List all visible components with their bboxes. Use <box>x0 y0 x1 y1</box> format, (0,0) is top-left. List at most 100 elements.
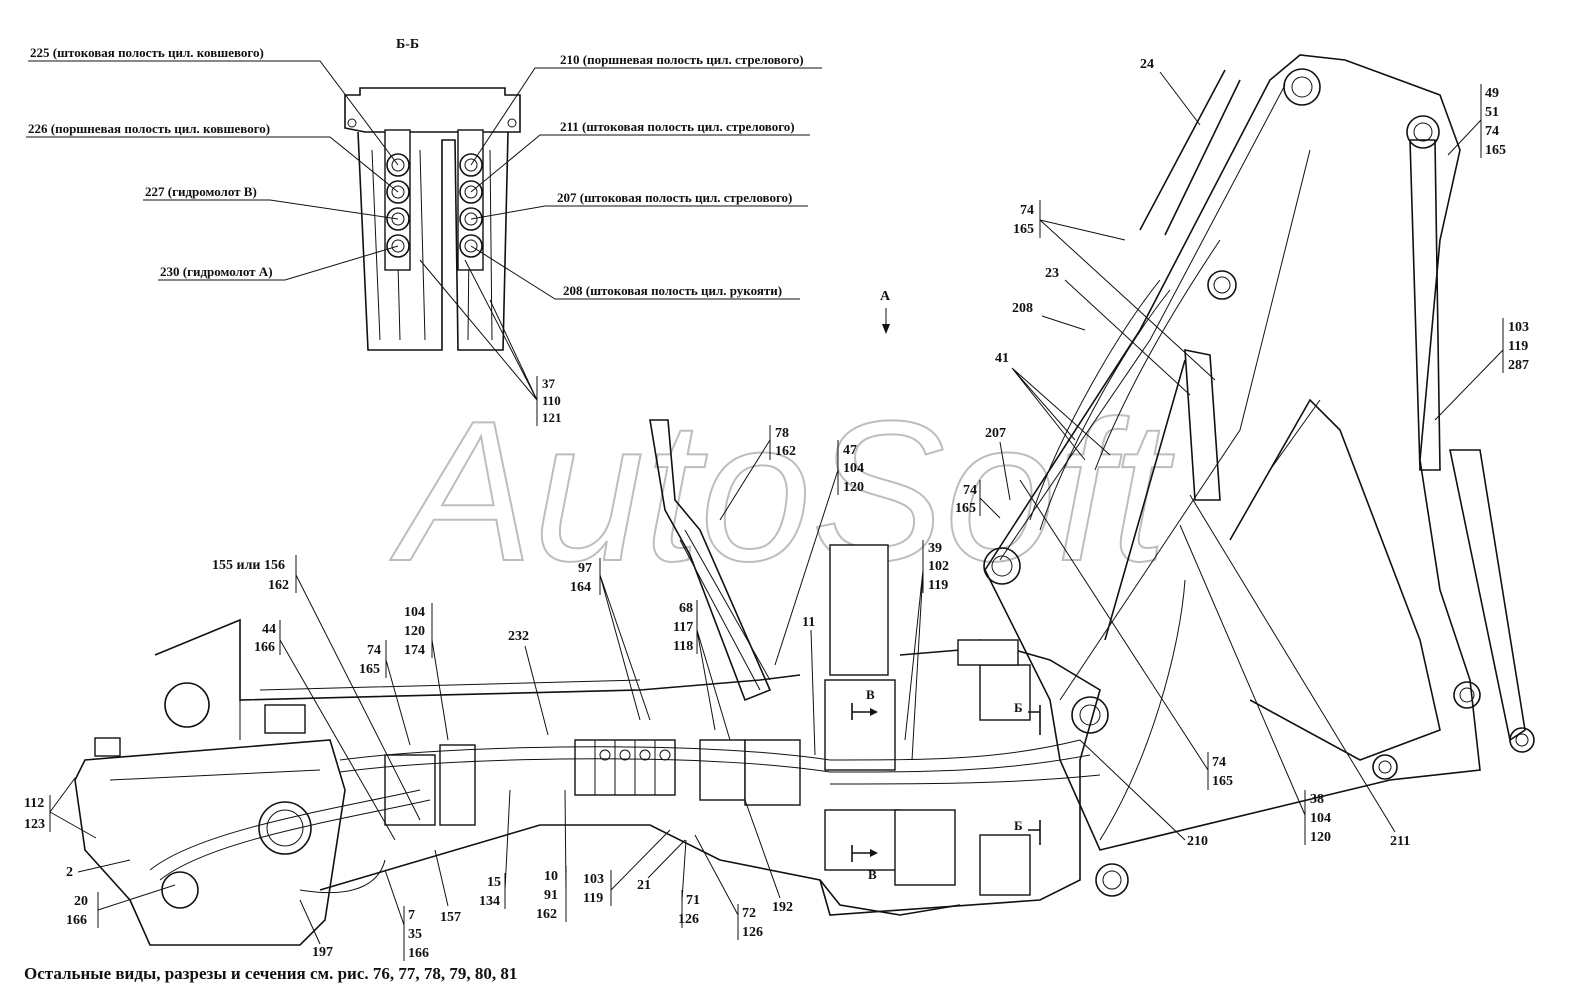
svg-text:20: 20 <box>74 894 88 909</box>
svg-text:Б: Б <box>1014 700 1023 715</box>
svg-text:49: 49 <box>1485 86 1499 101</box>
label-2: 2 <box>66 859 131 880</box>
label-group-47: 47 104 120 <box>774 440 864 666</box>
label-group-20: 20 166 <box>66 884 176 928</box>
callout-208-top: 208 (штоковая полость цил. рукояти) <box>470 245 800 300</box>
svg-text:97: 97 <box>578 561 592 576</box>
svg-text:165: 165 <box>359 662 380 677</box>
label-24: 24 <box>1140 57 1201 126</box>
callout-226: 226 (поршневая полость цил. ковшевого) <box>26 121 399 193</box>
label-211-bottom: 211 <box>1189 494 1410 849</box>
svg-text:162: 162 <box>775 444 796 459</box>
label-group-112: 112 123 <box>24 777 97 839</box>
svg-text:120: 120 <box>843 480 864 495</box>
svg-text:227 (гидромолот В): 227 (гидромолот В) <box>145 184 257 199</box>
callout-group-37: 37 110 121 <box>419 259 562 426</box>
svg-text:208 (штоковая полость цил. рук: 208 (штоковая полость цил. рукояти) <box>563 283 782 298</box>
label-group-74-mid: 74 165 <box>955 480 1001 519</box>
label-208: 208 <box>1012 301 1086 331</box>
svg-text:117: 117 <box>673 620 693 635</box>
svg-text:211 (штоковая полость цил. стр: 211 (штоковая полость цил. стрелового) <box>560 119 795 134</box>
label-group-68: 68 117 118 <box>673 600 731 741</box>
svg-text:91: 91 <box>544 888 558 903</box>
label-group-74-left: 74 165 <box>359 640 411 746</box>
label-21: 21 <box>637 839 686 893</box>
svg-text:232: 232 <box>508 629 529 644</box>
svg-text:192: 192 <box>772 900 793 915</box>
callout-207-top: 207 (штоковая полость цил. стрелового) <box>470 190 808 220</box>
label-11: 11 <box>802 615 816 756</box>
callout-211-top: 211 (штоковая полость цил. стрелового) <box>470 119 810 193</box>
svg-text:165: 165 <box>1013 222 1034 237</box>
svg-text:А: А <box>880 289 891 304</box>
svg-text:121: 121 <box>542 410 562 425</box>
svg-text:165: 165 <box>1485 143 1506 158</box>
svg-text:47: 47 <box>843 443 857 458</box>
label-192: 192 <box>744 799 793 915</box>
figure-caption: Остальные виды, разрезы и сечения см. ри… <box>24 964 518 983</box>
label-group-104: 104 120 174 <box>404 603 449 741</box>
svg-text:210 (поршневая полость цил. ст: 210 (поршневая полость цил. стрелового) <box>560 52 804 67</box>
svg-text:119: 119 <box>928 578 948 593</box>
label-232: 232 <box>508 629 549 736</box>
svg-text:7: 7 <box>408 908 415 923</box>
svg-text:74: 74 <box>963 483 977 498</box>
label-group-49: 49 51 74 165 <box>1447 84 1506 158</box>
svg-text:162: 162 <box>536 907 557 922</box>
svg-text:126: 126 <box>678 912 699 927</box>
svg-text:162: 162 <box>268 578 289 593</box>
svg-text:155 или 156: 155 или 156 <box>212 558 285 573</box>
label-23: 23 <box>1045 266 1191 396</box>
svg-text:71: 71 <box>686 893 700 908</box>
svg-text:44: 44 <box>262 622 276 637</box>
svg-text:118: 118 <box>673 639 693 654</box>
svg-text:103: 103 <box>1508 320 1529 335</box>
svg-text:230 (гидромолот А): 230 (гидромолот А) <box>160 264 273 279</box>
svg-text:11: 11 <box>802 615 815 630</box>
svg-text:74: 74 <box>367 643 381 658</box>
svg-text:21: 21 <box>637 878 651 893</box>
svg-text:119: 119 <box>1508 339 1528 354</box>
svg-text:Б: Б <box>1014 818 1023 833</box>
label-41: 41 <box>995 351 1111 461</box>
svg-text:225 (штоковая полость цил. ков: 225 (штоковая полость цил. ковшевого) <box>30 45 264 60</box>
label-group-74-boom: 74 165 <box>1013 200 1216 381</box>
svg-text:51: 51 <box>1485 105 1499 120</box>
svg-text:104: 104 <box>404 605 425 620</box>
label-group-78: 78 162 <box>719 425 796 521</box>
chassis: В В Б Б <box>74 419 1101 946</box>
svg-text:104: 104 <box>1310 811 1331 826</box>
svg-text:166: 166 <box>408 946 429 961</box>
svg-text:10: 10 <box>544 869 558 884</box>
svg-text:15: 15 <box>487 875 501 890</box>
svg-text:174: 174 <box>404 643 425 658</box>
svg-text:165: 165 <box>1212 774 1233 789</box>
svg-text:197: 197 <box>312 945 333 960</box>
label-group-10: 10 91 162 <box>536 789 567 922</box>
svg-text:166: 166 <box>254 640 275 655</box>
section-bb-view: Б-Б <box>344 37 521 351</box>
left-ports <box>386 153 410 258</box>
svg-text:120: 120 <box>1310 830 1331 845</box>
svg-text:2: 2 <box>66 865 73 880</box>
section-title: Б-Б <box>396 37 419 52</box>
svg-text:39: 39 <box>928 541 942 556</box>
svg-text:74: 74 <box>1485 124 1499 139</box>
svg-text:207 (штоковая полость цил. стр: 207 (штоковая полость цил. стрелового) <box>557 190 792 205</box>
label-group-7: 7 35 166 <box>384 869 429 961</box>
label-group-39: 39 102 119 <box>904 540 949 761</box>
label-group-15: 15 134 <box>479 789 511 909</box>
label-group-103-right: 103 119 287 <box>1434 318 1529 421</box>
svg-text:37: 37 <box>542 376 556 391</box>
svg-text:102: 102 <box>928 559 949 574</box>
label-210-bottom: 210 <box>1079 739 1208 849</box>
boom-arm <box>983 54 1535 897</box>
svg-text:23: 23 <box>1045 266 1059 281</box>
svg-text:74: 74 <box>1212 755 1226 770</box>
svg-text:35: 35 <box>408 927 422 942</box>
label-group-74-lower-right: 74 165 <box>1019 479 1233 790</box>
svg-text:211: 211 <box>1390 834 1410 849</box>
svg-text:210: 210 <box>1187 834 1208 849</box>
svg-text:208: 208 <box>1012 301 1033 316</box>
svg-text:103: 103 <box>583 872 604 887</box>
